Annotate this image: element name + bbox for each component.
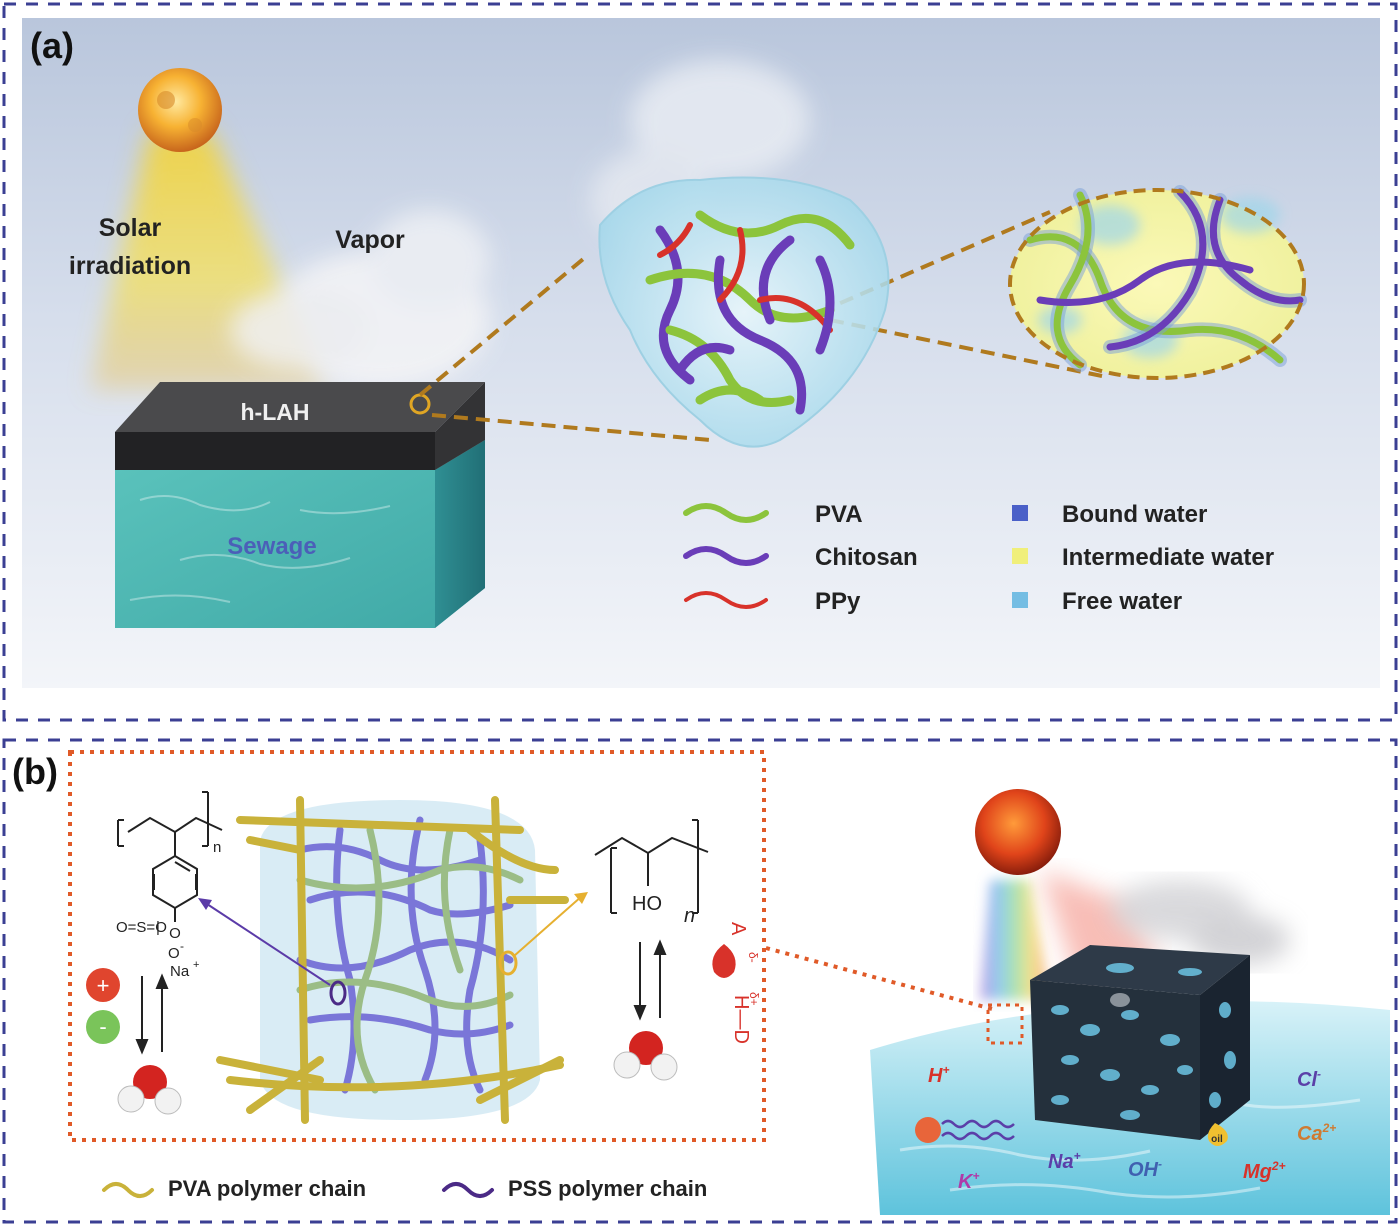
legend-ppy-line bbox=[684, 591, 768, 609]
pss-pointer-line bbox=[203, 901, 331, 986]
legend-bound-water-label: Bound water bbox=[1062, 501, 1207, 528]
legend-chitosan-label: Chitosan bbox=[815, 544, 918, 571]
sun-icon bbox=[975, 789, 1061, 875]
legend-pva-chain-label: PVA polymer chain bbox=[168, 1176, 366, 1201]
evaporator-block: h-LAH Sewage bbox=[115, 382, 485, 628]
surfactant-head-icon bbox=[915, 1117, 941, 1143]
ion-cl: Cl- bbox=[1297, 1067, 1321, 1091]
molecular-inset-frame bbox=[68, 750, 766, 1142]
pva-hydroxyl: HO bbox=[632, 893, 662, 915]
legend-free-water-swatch bbox=[1012, 592, 1028, 608]
ion-oh: OH- bbox=[1128, 1157, 1162, 1181]
ion-mg: Mg2+ bbox=[1243, 1159, 1286, 1183]
panel-b: (b) n O | O=S=O O - Na + + - bbox=[2, 738, 1398, 1224]
solar-label-line1: Solar bbox=[99, 214, 162, 242]
pva-structure bbox=[594, 819, 709, 914]
legend-chitosan-line bbox=[683, 546, 769, 566]
sewage-label: Sewage bbox=[227, 533, 316, 560]
legend-pss-chain-label: PSS polymer chain bbox=[508, 1176, 707, 1201]
acceptor-label: A bbox=[727, 922, 749, 936]
evaporation-scene: oil bbox=[870, 789, 1390, 1215]
oil-droplet-icon bbox=[1207, 1123, 1228, 1146]
legend-pva-chain-line bbox=[102, 1182, 154, 1198]
hydrogel-network bbox=[598, 176, 890, 448]
donor-charge: δ+ bbox=[747, 992, 761, 1006]
ion-h: H+ bbox=[928, 1063, 949, 1087]
pss-charge-minus: - bbox=[180, 939, 184, 953]
ion-na: Na+ bbox=[1048, 1149, 1081, 1173]
hydrogel-cube-network bbox=[216, 796, 569, 1124]
acceptor-charge: δ- bbox=[746, 952, 760, 963]
cation-icon bbox=[86, 968, 120, 1002]
water-molecule-icon bbox=[117, 1065, 182, 1115]
pss-repeat-n: n bbox=[213, 839, 221, 856]
panel-a-label: (a) bbox=[30, 25, 74, 66]
anion-icon bbox=[86, 1010, 120, 1044]
sun-spot-icon bbox=[188, 118, 202, 132]
pss-oxygen-bottom: O bbox=[168, 945, 180, 962]
panel-a: (a) Solar irradiation Vapor bbox=[2, 2, 1398, 722]
legend-pva-label: PVA bbox=[815, 501, 863, 528]
pva-equilibrium-arrows bbox=[633, 939, 667, 1021]
ion-labels: H+ Cl- Ca2+ K+ Na+ OH- Mg2+ bbox=[928, 1063, 1336, 1193]
water-molecule-icon bbox=[613, 1031, 678, 1081]
pss-structure bbox=[117, 791, 223, 922]
oil-label: oil bbox=[1211, 1134, 1223, 1145]
pss-counter-ion: Na bbox=[170, 963, 190, 980]
panel-a-border bbox=[2, 2, 1398, 722]
polymer-legend: PVA Chitosan PPy bbox=[683, 501, 918, 615]
lone-pair-icon bbox=[712, 944, 736, 978]
hbond-acceptor-donor: A δ- H—D δ+ bbox=[712, 922, 761, 1044]
legend-intermediate-water-swatch bbox=[1012, 548, 1028, 564]
pva-pointer-line bbox=[513, 895, 583, 957]
inset-connector bbox=[765, 946, 997, 1012]
water-legend: Bound water Intermediate water Free wate… bbox=[1012, 501, 1274, 615]
ion-k: K+ bbox=[958, 1169, 979, 1193]
pss-sulfonate-group: O=S=O bbox=[116, 919, 167, 936]
sun-spot-icon bbox=[157, 91, 175, 109]
pss-counter-ion-charge: + bbox=[193, 959, 199, 971]
anion-sign: - bbox=[99, 1014, 106, 1039]
material-label: h-LAH bbox=[241, 399, 310, 425]
pss-pointer-arrowhead bbox=[198, 898, 212, 910]
zoom-view bbox=[1008, 185, 1307, 380]
pss-oxygen-top-bond: | bbox=[156, 919, 160, 936]
ion-ca: Ca2+ bbox=[1297, 1121, 1336, 1145]
panel-b-border bbox=[2, 738, 1398, 1224]
vapor-label: Vapor bbox=[335, 226, 405, 254]
panel-b-label: (b) bbox=[12, 751, 58, 792]
legend-bound-water-swatch bbox=[1012, 505, 1028, 521]
legend-pva-line bbox=[683, 503, 769, 523]
pva-pointer-arrowhead bbox=[574, 892, 588, 904]
solar-label-line2: irradiation bbox=[69, 252, 191, 280]
legend-intermediate-water-label: Intermediate water bbox=[1062, 544, 1274, 571]
pss-oxygen-top: O bbox=[169, 925, 181, 942]
pva-repeat-n: n bbox=[684, 905, 695, 927]
sun-icon bbox=[138, 68, 222, 152]
pss-equilibrium-arrows bbox=[135, 973, 169, 1055]
legend-ppy-label: PPy bbox=[815, 588, 861, 615]
cation-sign: + bbox=[97, 973, 110, 998]
legend-pss-chain-line bbox=[442, 1182, 494, 1198]
donor-label: H—D bbox=[730, 995, 752, 1044]
legend-free-water-label: Free water bbox=[1062, 588, 1182, 615]
